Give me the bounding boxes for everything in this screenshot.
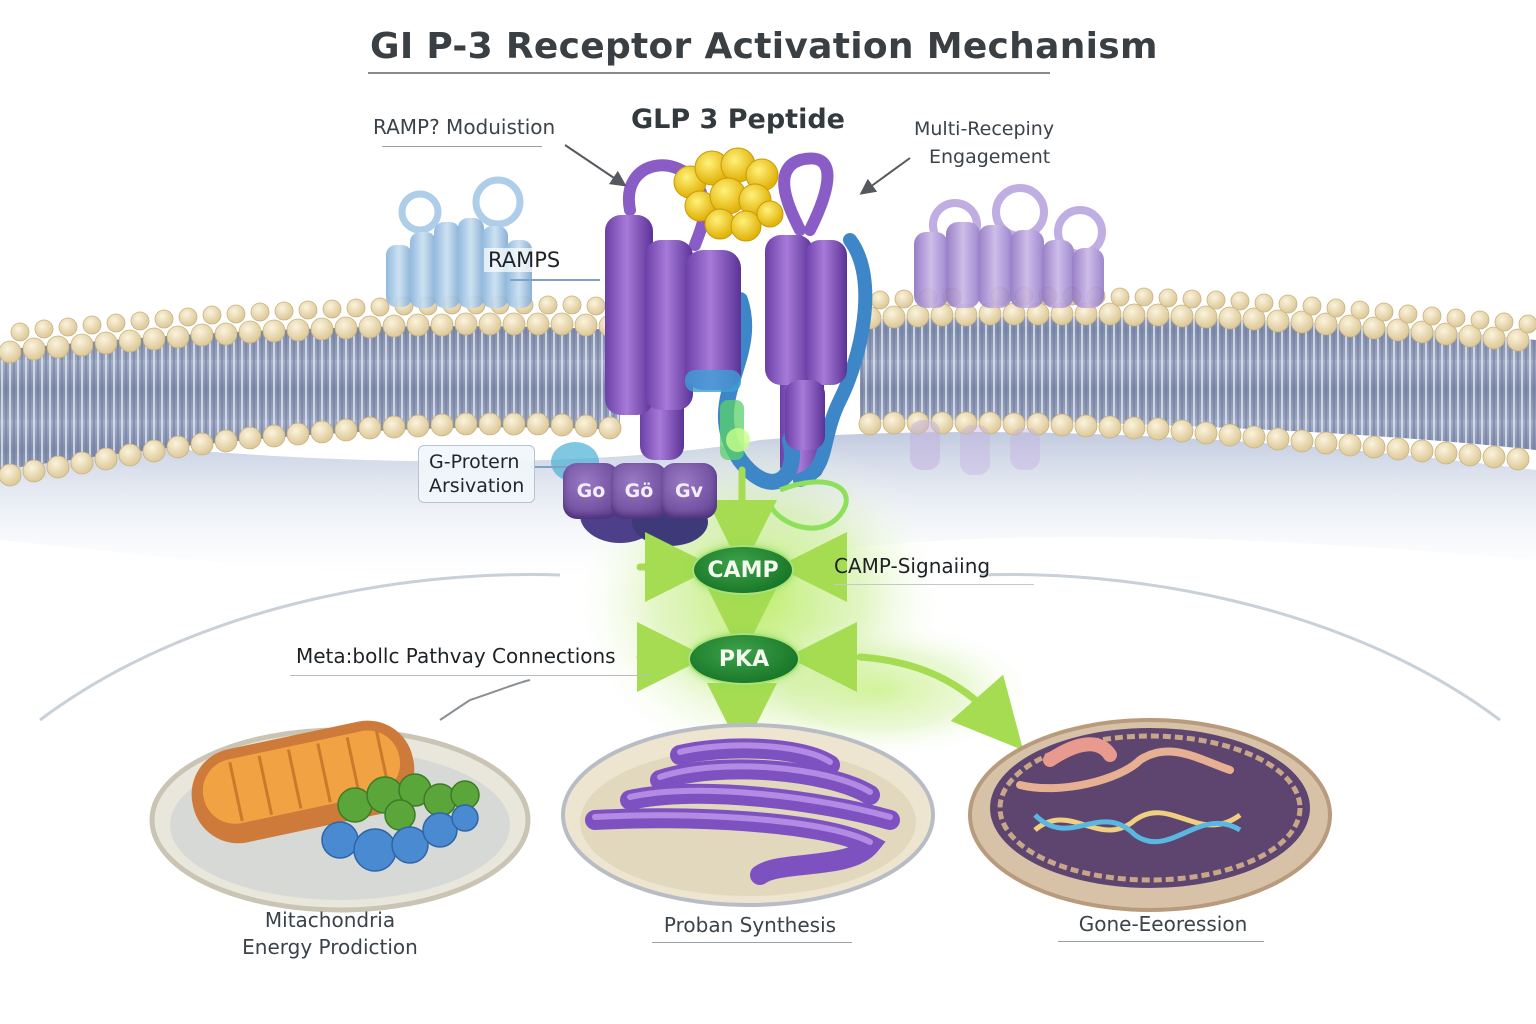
ramp-modulation-label: RAMP? Moduistion	[373, 115, 556, 139]
ramps-label: RAMPS	[484, 248, 565, 272]
gene-expression-caption-text: Gone-Eeoression	[1078, 912, 1248, 936]
glp-receptor	[605, 152, 873, 531]
mitochondria-illustration	[149, 720, 531, 913]
glp-peptide-label: GLP 3 Peptide	[631, 104, 845, 135]
metabolic-pathway-rule	[290, 675, 650, 676]
title-underline	[368, 72, 1050, 74]
ramp-modulation-rule	[382, 146, 542, 147]
g-protein-subunit-beta: Gö	[611, 463, 667, 519]
signaling-arrows	[636, 466, 1024, 753]
lipid-heads-lower-right	[858, 411, 1530, 471]
protein-synthesis-caption-text: Proban Synthesis	[663, 913, 837, 937]
protein-synthesis-rule	[652, 942, 852, 943]
metabolic-pathway-label: Meta:bollc Pathvay Connections	[296, 644, 616, 668]
secondary-receptor-right	[910, 184, 1106, 475]
diagram-title: GI P-3 Receptor Activation Mechanism	[370, 26, 1158, 67]
gene-expression-caption: Gone-Eeoression	[1058, 911, 1268, 938]
camp-signaling-label: CAMP-Signaiing	[834, 554, 991, 578]
pka-node: PKA	[688, 633, 800, 685]
lipid-heads-lower-left	[0, 412, 622, 487]
g-protein-activation-label: G-Protern Arsivation	[418, 445, 536, 503]
pointer-arrows	[439, 144, 911, 721]
camp-node: CAMP	[692, 545, 794, 595]
multi-receptor-label-line2: Engagement	[929, 146, 1051, 168]
g-protein-subunit-alpha: Go	[563, 463, 619, 519]
mitochondria-caption-line2: Energy Prodiction	[242, 935, 418, 959]
camp-signaling-rule	[834, 584, 1034, 585]
glp-peptide-ligand	[673, 147, 784, 242]
g-protein-label-line1: G-Protern	[429, 451, 520, 473]
g-protein-label-line2: Arsivation	[429, 475, 525, 497]
gene-expression-illustration	[968, 718, 1332, 912]
multi-receptor-label-line1: Multi-Recepiny	[914, 118, 1055, 140]
gene-expression-rule	[1058, 941, 1264, 942]
mitochondria-caption-line1: Mitachondria	[264, 908, 396, 932]
ramp-left-protein	[386, 176, 532, 308]
mitochondria-caption: Mitachondria Energy Prodiction	[230, 907, 430, 961]
protein-synthesis-illustration	[561, 723, 935, 907]
protein-synthesis-caption: Proban Synthesis	[650, 912, 850, 939]
g-protein-subunit-gamma: Gv	[661, 463, 717, 519]
